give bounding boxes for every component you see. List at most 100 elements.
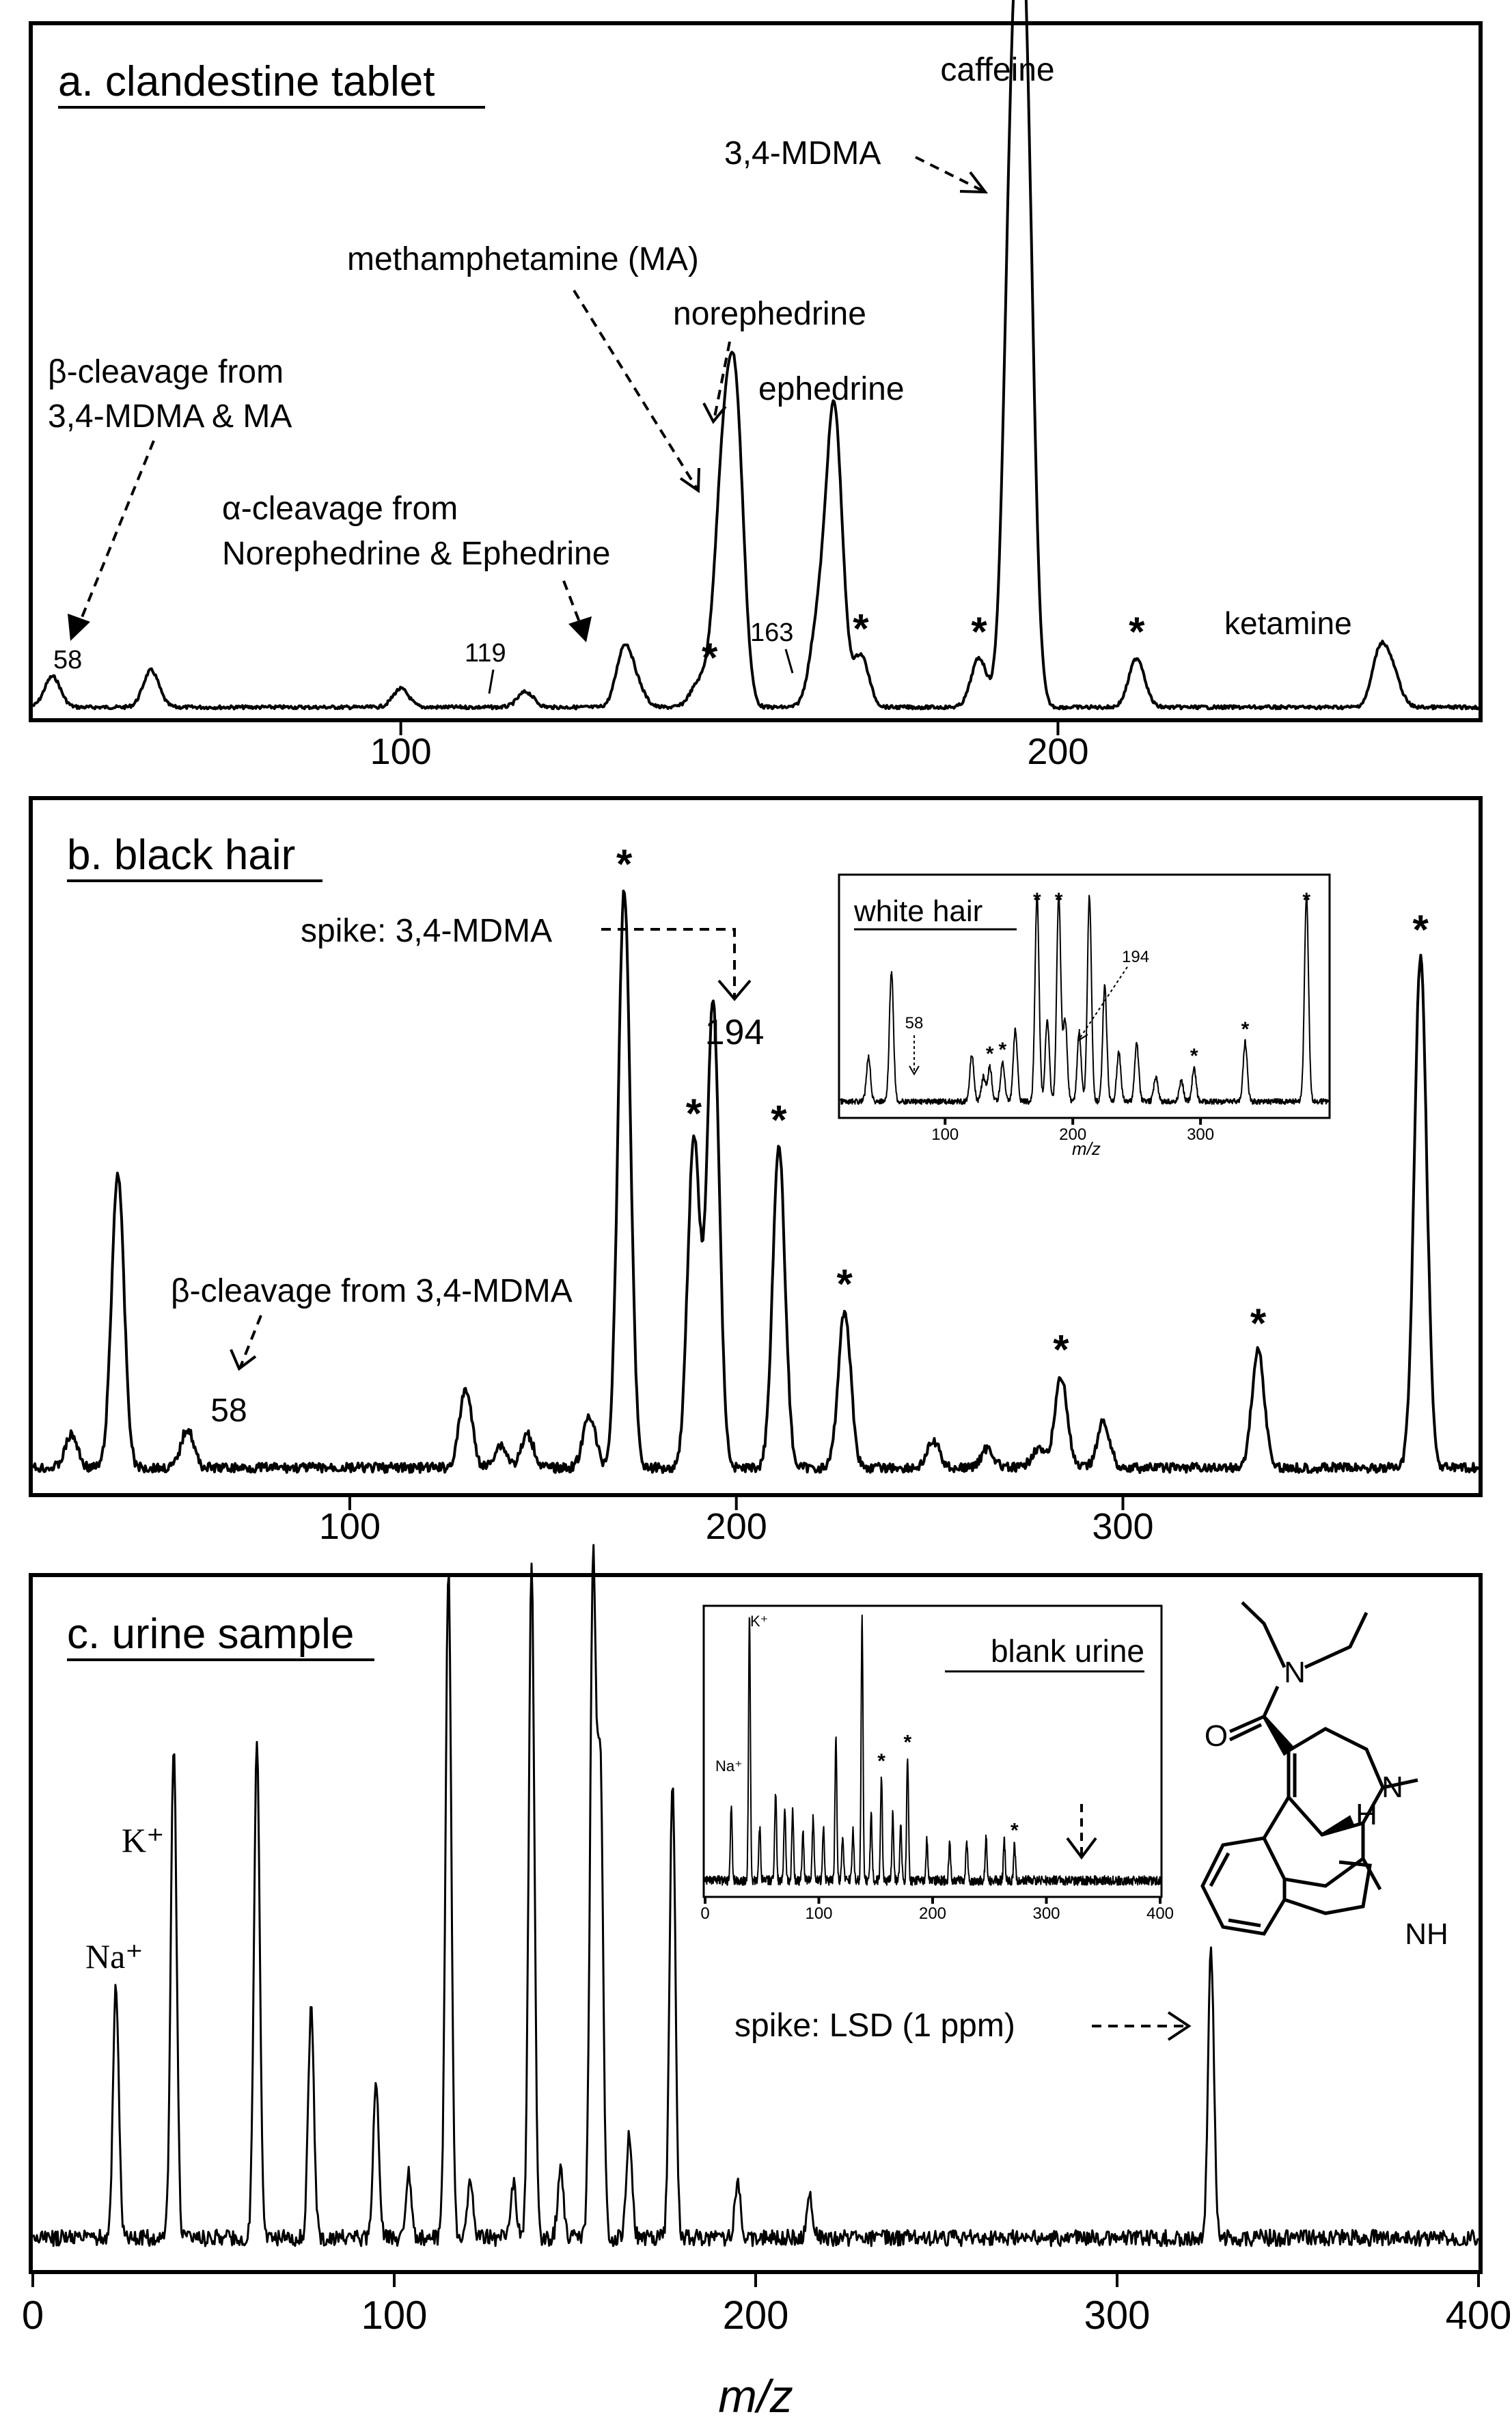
panel-a-tick-label: 200 (1027, 731, 1088, 772)
annotation-ketamine: ketamine (1224, 605, 1352, 641)
panel-b-star-marker: * (1053, 1327, 1069, 1373)
arrow-beta-cleavage-mdma (239, 1315, 262, 1367)
lsd-atom-nh: NH (1405, 1917, 1448, 1951)
inset-c-tick-label: 200 (919, 1904, 946, 1923)
panel-c-tick-label: 100 (361, 2293, 428, 2338)
panel-c-trace (31, 1544, 1479, 2247)
annotation-beta-cleavage-line2: 3,4-MDMA & MA (48, 398, 292, 435)
inset-b-star-marker: * (986, 1043, 994, 1065)
annotation-methamphetamine: methamphetamine (MA) (347, 241, 699, 277)
panel-b-spectrum-line (31, 889, 1480, 1474)
panel-b-star-marker: * (771, 1097, 787, 1143)
inset-blank-urine-trace (704, 1614, 1161, 1886)
panel-b-title: b. black hair (67, 832, 295, 879)
annotation-beta-cleavage-line1: β-cleavage from (48, 354, 284, 390)
lsd-atom-n-ring: N (1382, 1770, 1403, 1804)
lsd-atom-o: O (1205, 1719, 1228, 1753)
lsd-atom-n-amide: N (1284, 1656, 1306, 1689)
inset-c-star-marker: * (904, 1732, 912, 1754)
panel-a-ticks: 100 200 (370, 720, 1088, 772)
panel-b-ticks: 100 200 300 (319, 1495, 1154, 1547)
inset-b-spectrum-line (840, 892, 1329, 1105)
panel-c-tick-label: 200 (723, 2293, 789, 2338)
inset-b-star-marker: * (1033, 889, 1041, 912)
inset-white-hair-trace (840, 892, 1329, 1105)
annotation-spike-mdma: spike: 3,4-MDMA (301, 913, 552, 949)
inset-blank-urine-frame (702, 1604, 1163, 1898)
inset-white-hair-stars: ******* (986, 889, 1311, 1067)
panel-c-tick-label: 0 (22, 2293, 44, 2338)
panel-c-urine-sample: 0 100 200 300 400 c. urine sample K⁺ Na⁺ spi… (22, 1544, 1512, 2338)
inset-label-k-plus: K⁺ (750, 1613, 768, 1630)
annotation-alpha-cleavage-line1: α-cleavage from (222, 491, 458, 527)
inset-b-star-marker: * (1241, 1018, 1250, 1041)
annotation-alpha-cleavage-line2: Norephedrine & Ephedrine (222, 536, 610, 572)
annotation-spike-lsd: spike: LSD (1 ppm) (734, 2008, 1015, 2044)
inset-white-hair-ticks: 100 200 300 (931, 1118, 1214, 1144)
panel-c-spectrum-line (31, 1544, 1479, 2247)
panel-b-star-marker: * (686, 1091, 702, 1136)
inset-white-hair-title: white hair (853, 894, 982, 928)
inset-c-tick-label: 400 (1146, 1904, 1174, 1923)
inset-b-star-marker: * (1190, 1045, 1198, 1067)
annotation-norephedrine: norephedrine (673, 296, 866, 332)
lsd-atom-h: H (1356, 1798, 1377, 1831)
panel-a-star-marker: * (853, 606, 869, 652)
panel-c-tick-label: 400 (1446, 2293, 1512, 2338)
inset-b-star-marker: * (1055, 889, 1063, 912)
panel-a-spectrum-line (32, 0, 1480, 711)
panel-a-tick-label: 100 (370, 731, 432, 772)
inset-b-star-marker: * (999, 1039, 1007, 1061)
inset-c-star-marker: * (1011, 1819, 1019, 1842)
inset-b-tick-label: 200 (1059, 1125, 1086, 1144)
panel-b-tick-label: 300 (1092, 1506, 1153, 1547)
panel-a-star-marker: * (1129, 609, 1145, 655)
arrow-norephedrine (713, 341, 731, 421)
annotation-ephedrine: ephedrine (758, 371, 905, 407)
arrow-spike-mdma (601, 928, 736, 998)
annotation-beta-cleavage-mdma: β-cleavage from 3,4-MDMA (171, 1273, 573, 1309)
panel-c-title: c. urine sample (67, 1611, 354, 1658)
inset-c-star-marker: * (877, 1750, 885, 1773)
panel-c-tick-label: 300 (1084, 2293, 1151, 2338)
inset-b-star-marker: * (1302, 889, 1310, 912)
inset-c-tick-label: 100 (805, 1904, 832, 1923)
annotation-mdma: 3,4-MDMA (724, 135, 881, 172)
arrow-mdma (915, 156, 985, 193)
arrow-alpha-cleavage (562, 580, 581, 623)
inset-b-tick-label: 300 (1187, 1125, 1214, 1144)
annotation-na-plus: Na⁺ (85, 1937, 143, 1975)
panel-b-star-marker: * (616, 841, 633, 887)
inset-blank-urine-title: blank urine (991, 1633, 1144, 1669)
inset-label-na-plus: Na⁺ (715, 1758, 743, 1775)
label-58-b: 58 (210, 1393, 247, 1429)
annotation-caffeine: caffeine (940, 52, 1054, 88)
arrow-methamphetamine (573, 289, 698, 490)
panel-b-star-marker: * (1412, 907, 1429, 953)
lsd-structure-diagram (1200, 1601, 1418, 1936)
inset-white-hair-xlabel: m/z (1072, 1138, 1101, 1159)
panel-a-frame (29, 21, 1483, 722)
label-163: 163 (750, 618, 793, 647)
panel-a-star-marker: * (971, 609, 987, 655)
label-58: 58 (53, 646, 82, 674)
panel-a-star-marker: * (702, 635, 718, 681)
annotation-k-plus: K⁺ (122, 1821, 165, 1859)
panel-b-trace (31, 889, 1480, 1474)
panel-b-tick-label: 200 (706, 1506, 767, 1547)
panel-b-star-marker: * (836, 1261, 853, 1307)
inset-label-194: 194 (1122, 948, 1149, 966)
inset-blank-urine-stars: * * * (877, 1732, 1019, 1842)
x-axis-label: m/z (718, 2370, 793, 2422)
panel-b-tick-label: 100 (319, 1506, 381, 1547)
inset-label-58: 58 (905, 1014, 924, 1033)
inset-b-tick-label: 100 (931, 1125, 959, 1144)
panel-a-trace (32, 0, 1480, 711)
inset-c-tick-label: 0 (700, 1904, 709, 1923)
panel-b-star-markers: ******* (616, 841, 1429, 1372)
